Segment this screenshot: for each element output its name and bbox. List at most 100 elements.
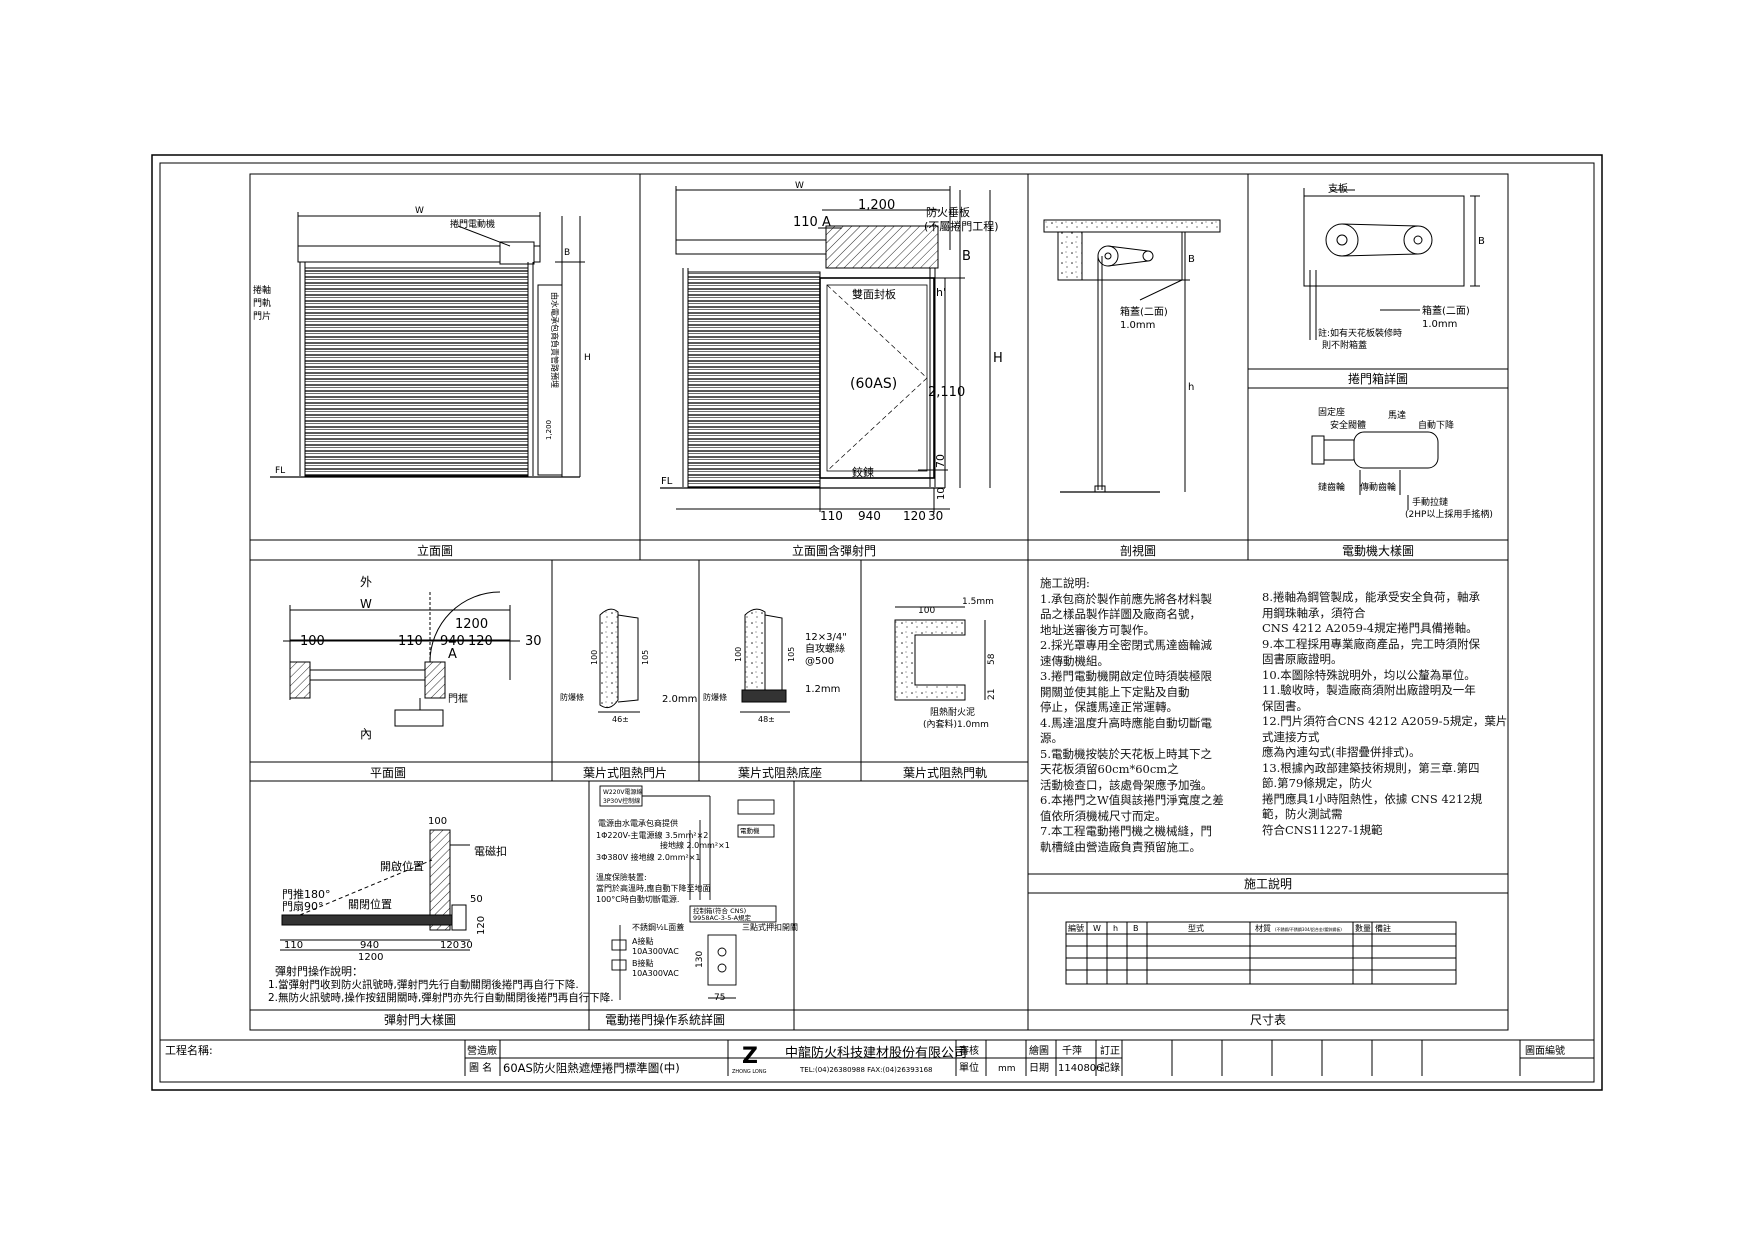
svg-text:(不屬捲門工程): (不屬捲門工程): [924, 219, 999, 233]
construction-notes-col1: 施工說明: 1.承包商於製作前應先將各材料製 品之樣品製作詳圖及廠商名號， 地址…: [1040, 576, 1224, 854]
svg-text:10: 10: [936, 487, 947, 500]
sheet-border: [151, 154, 1603, 1091]
svg-text:2,110: 2,110: [928, 385, 965, 400]
contractor-label: 營造廠: [467, 1044, 497, 1057]
company-logo: Z: [742, 1044, 758, 1069]
rail-view: [894, 606, 986, 701]
svg-text:日期: 日期: [1029, 1062, 1049, 1074]
svg-text:不銹鋼½L面蓋: 不銹鋼½L面蓋: [632, 922, 684, 932]
svg-text:接地線 2.0mm²×1: 接地線 2.0mm²×1: [660, 840, 730, 850]
svg-text:千萍: 千萍: [1062, 1045, 1082, 1057]
svg-text:3Φ380V 接地線 2.0mm²×1: 3Φ380V 接地線 2.0mm²×1: [596, 852, 701, 862]
svg-text:H: H: [993, 351, 1003, 366]
svg-text:100°C時自動切斷電源.: 100°C時自動切斷電源.: [596, 894, 679, 904]
svg-text:W: W: [795, 181, 804, 191]
section-labels: B h 箱蓋(二面) 1.0mm: [1120, 254, 1195, 393]
section-view: [1043, 219, 1221, 493]
svg-text:110: 110: [820, 509, 843, 523]
table-header-no: 編號: [1068, 923, 1084, 933]
svg-text:防火垂板: 防火垂板: [926, 205, 970, 219]
svg-text:三點式押扣開關: 三點式押扣開關: [742, 922, 798, 932]
svg-text:1.2mm: 1.2mm: [805, 684, 840, 695]
svg-text:940: 940: [360, 940, 379, 951]
svg-text:B: B: [1188, 254, 1195, 265]
elevation-title: 立面圖: [417, 543, 453, 558]
svg-text:B接點: B接點: [632, 958, 654, 968]
svg-text:110: 110: [793, 215, 818, 230]
drawing-number-label: 圖面編號: [1525, 1044, 1565, 1057]
svg-text:110: 110: [398, 634, 423, 649]
svg-text:100: 100: [590, 650, 599, 665]
svg-text:(不銹鋼/不銹鋼304/鋁合金/鍍鋅鋼板): (不銹鋼/不銹鋼304/鋁合金/鍍鋅鋼板): [1275, 926, 1342, 932]
svg-text:則不附箱蓋: 則不附箱蓋: [1322, 339, 1367, 351]
svg-text:固定座: 固定座: [1318, 406, 1345, 418]
svg-text:@500: @500: [805, 656, 834, 667]
svg-text:100: 100: [734, 647, 743, 662]
svg-text:120: 120: [468, 634, 493, 649]
elevation-labels: W 捲門電動機 捲軸 門軌 門片 FL B H 1,200 由水電承包商負責管路…: [253, 206, 591, 476]
svg-text:繪圖: 繪圖: [1029, 1044, 1049, 1057]
slat-title: 葉片式阻熱門片: [583, 766, 667, 780]
svg-text:自攻螺絲: 自攻螺絲: [805, 642, 845, 655]
svg-text:21: 21: [987, 689, 997, 700]
svg-text:箱蓋(二面): 箱蓋(二面): [1120, 305, 1168, 318]
svg-text:2.無防火訊號時,操作按鈕開關時,彈射門亦先行自動關閉後捲門: 2.無防火訊號時,操作按鈕開關時,彈射門亦先行自動關閉後捲門再自行下降.: [268, 991, 614, 1004]
rail-labels: 100 1.5mm 21 58 阻熱耐火泥 (內套料)1.0mm: [918, 597, 997, 730]
plan-view: [283, 591, 520, 727]
size-table-title: 尺寸表: [1250, 1013, 1286, 1027]
notes-title: 施工說明: [1244, 876, 1292, 891]
svg-text:電動機: 電動機: [740, 826, 760, 835]
svg-text:電磁扣: 電磁扣: [474, 844, 507, 858]
svg-text:支板: 支板: [1328, 182, 1348, 195]
svg-text:馬達: 馬達: [1388, 409, 1406, 421]
svg-text:30: 30: [525, 634, 542, 649]
company-contact: TEL:(04)26380988 FAX:(04)26393168: [799, 1066, 933, 1074]
svg-text:(內套料)1.0mm: (內套料)1.0mm: [923, 718, 989, 730]
svg-text:安全閥體: 安全閥體: [1330, 419, 1366, 431]
svg-text:門軌: 門軌: [253, 297, 271, 309]
motor-detail-view: [1311, 431, 1439, 510]
box-detail-view: [1303, 188, 1480, 340]
drawing-date: 1140806: [1058, 1063, 1103, 1074]
title-block-text: 工程名稱: 營造廠 圖 名 60AS防火阻熱遮煙捲門標準圖(中) Z ZHONG…: [165, 1043, 1565, 1075]
svg-text:12×3/4": 12×3/4": [805, 632, 847, 643]
base-view: [740, 608, 790, 713]
svg-text:46±: 46±: [612, 715, 629, 724]
spring-door-labels: 100 電磁扣 開啟位置 門推180° 門扇90° 關閉位置 50 110 94…: [268, 816, 614, 1004]
panel-titles: 立面圖 立面圖含彈射門 剖視圖 電動機大樣圖 捲門箱詳圖 平面圖 葉片式阻熱門片…: [370, 371, 1414, 1027]
plan-title: 平面圖: [370, 766, 406, 780]
box-detail-title: 捲門箱詳圖: [1348, 371, 1408, 386]
svg-text:手動拉鏈: 手動拉鏈: [1412, 496, 1448, 508]
svg-text:自動下降: 自動下降: [1418, 419, 1454, 431]
table-header-h: h: [1113, 924, 1118, 933]
svg-text:1.0mm: 1.0mm: [1422, 319, 1457, 330]
svg-text:105: 105: [787, 647, 796, 662]
svg-text:100: 100: [918, 606, 935, 616]
construction-notes-col2: 8.捲軸為鋼管製成，能承受安全負荷，軸承 用鋼珠軸承，須符合 CNS 4212 …: [1262, 590, 1508, 837]
svg-text:30: 30: [460, 940, 473, 951]
title-block: [160, 1039, 1594, 1076]
spring-door-title: 彈射門大樣圖: [384, 1012, 456, 1027]
control-labels: W220V電源線 3P30V控制線 電源由水電承包商提供 1Φ220V-主電源線…: [596, 788, 798, 1003]
elevation-door-title: 立面圖含彈射門: [792, 543, 876, 558]
motor-detail-title: 電動機大樣圖: [1342, 543, 1414, 558]
svg-text:彈射門操作說明：: 彈射門操作說明：: [275, 964, 363, 978]
table-header-w: W: [1093, 924, 1101, 933]
spring-door-view: [280, 829, 470, 951]
control-title: 電動捲門操作系統詳圖: [605, 1012, 725, 1027]
svg-text:(2HP以上採用手搖柄): (2HP以上採用手搖柄): [1405, 508, 1493, 520]
svg-text:3P30V控制線: 3P30V控制線: [603, 797, 640, 805]
svg-text:FL: FL: [661, 476, 673, 487]
svg-text:W: W: [360, 597, 372, 611]
control-view: [599, 785, 777, 1000]
svg-text:110: 110: [284, 940, 303, 951]
table-header-b: B: [1133, 924, 1139, 933]
section-title: 剖視圖: [1120, 543, 1156, 558]
svg-text:1,200: 1,200: [545, 420, 553, 440]
svg-text:B: B: [962, 249, 971, 264]
svg-text:溫度保險裝置:: 溫度保險裝置:: [596, 872, 647, 882]
svg-text:W: W: [415, 206, 424, 216]
company-name: 中龍防火科技建材股份有限公司: [785, 1045, 967, 1061]
svg-text:內: 內: [360, 727, 372, 741]
